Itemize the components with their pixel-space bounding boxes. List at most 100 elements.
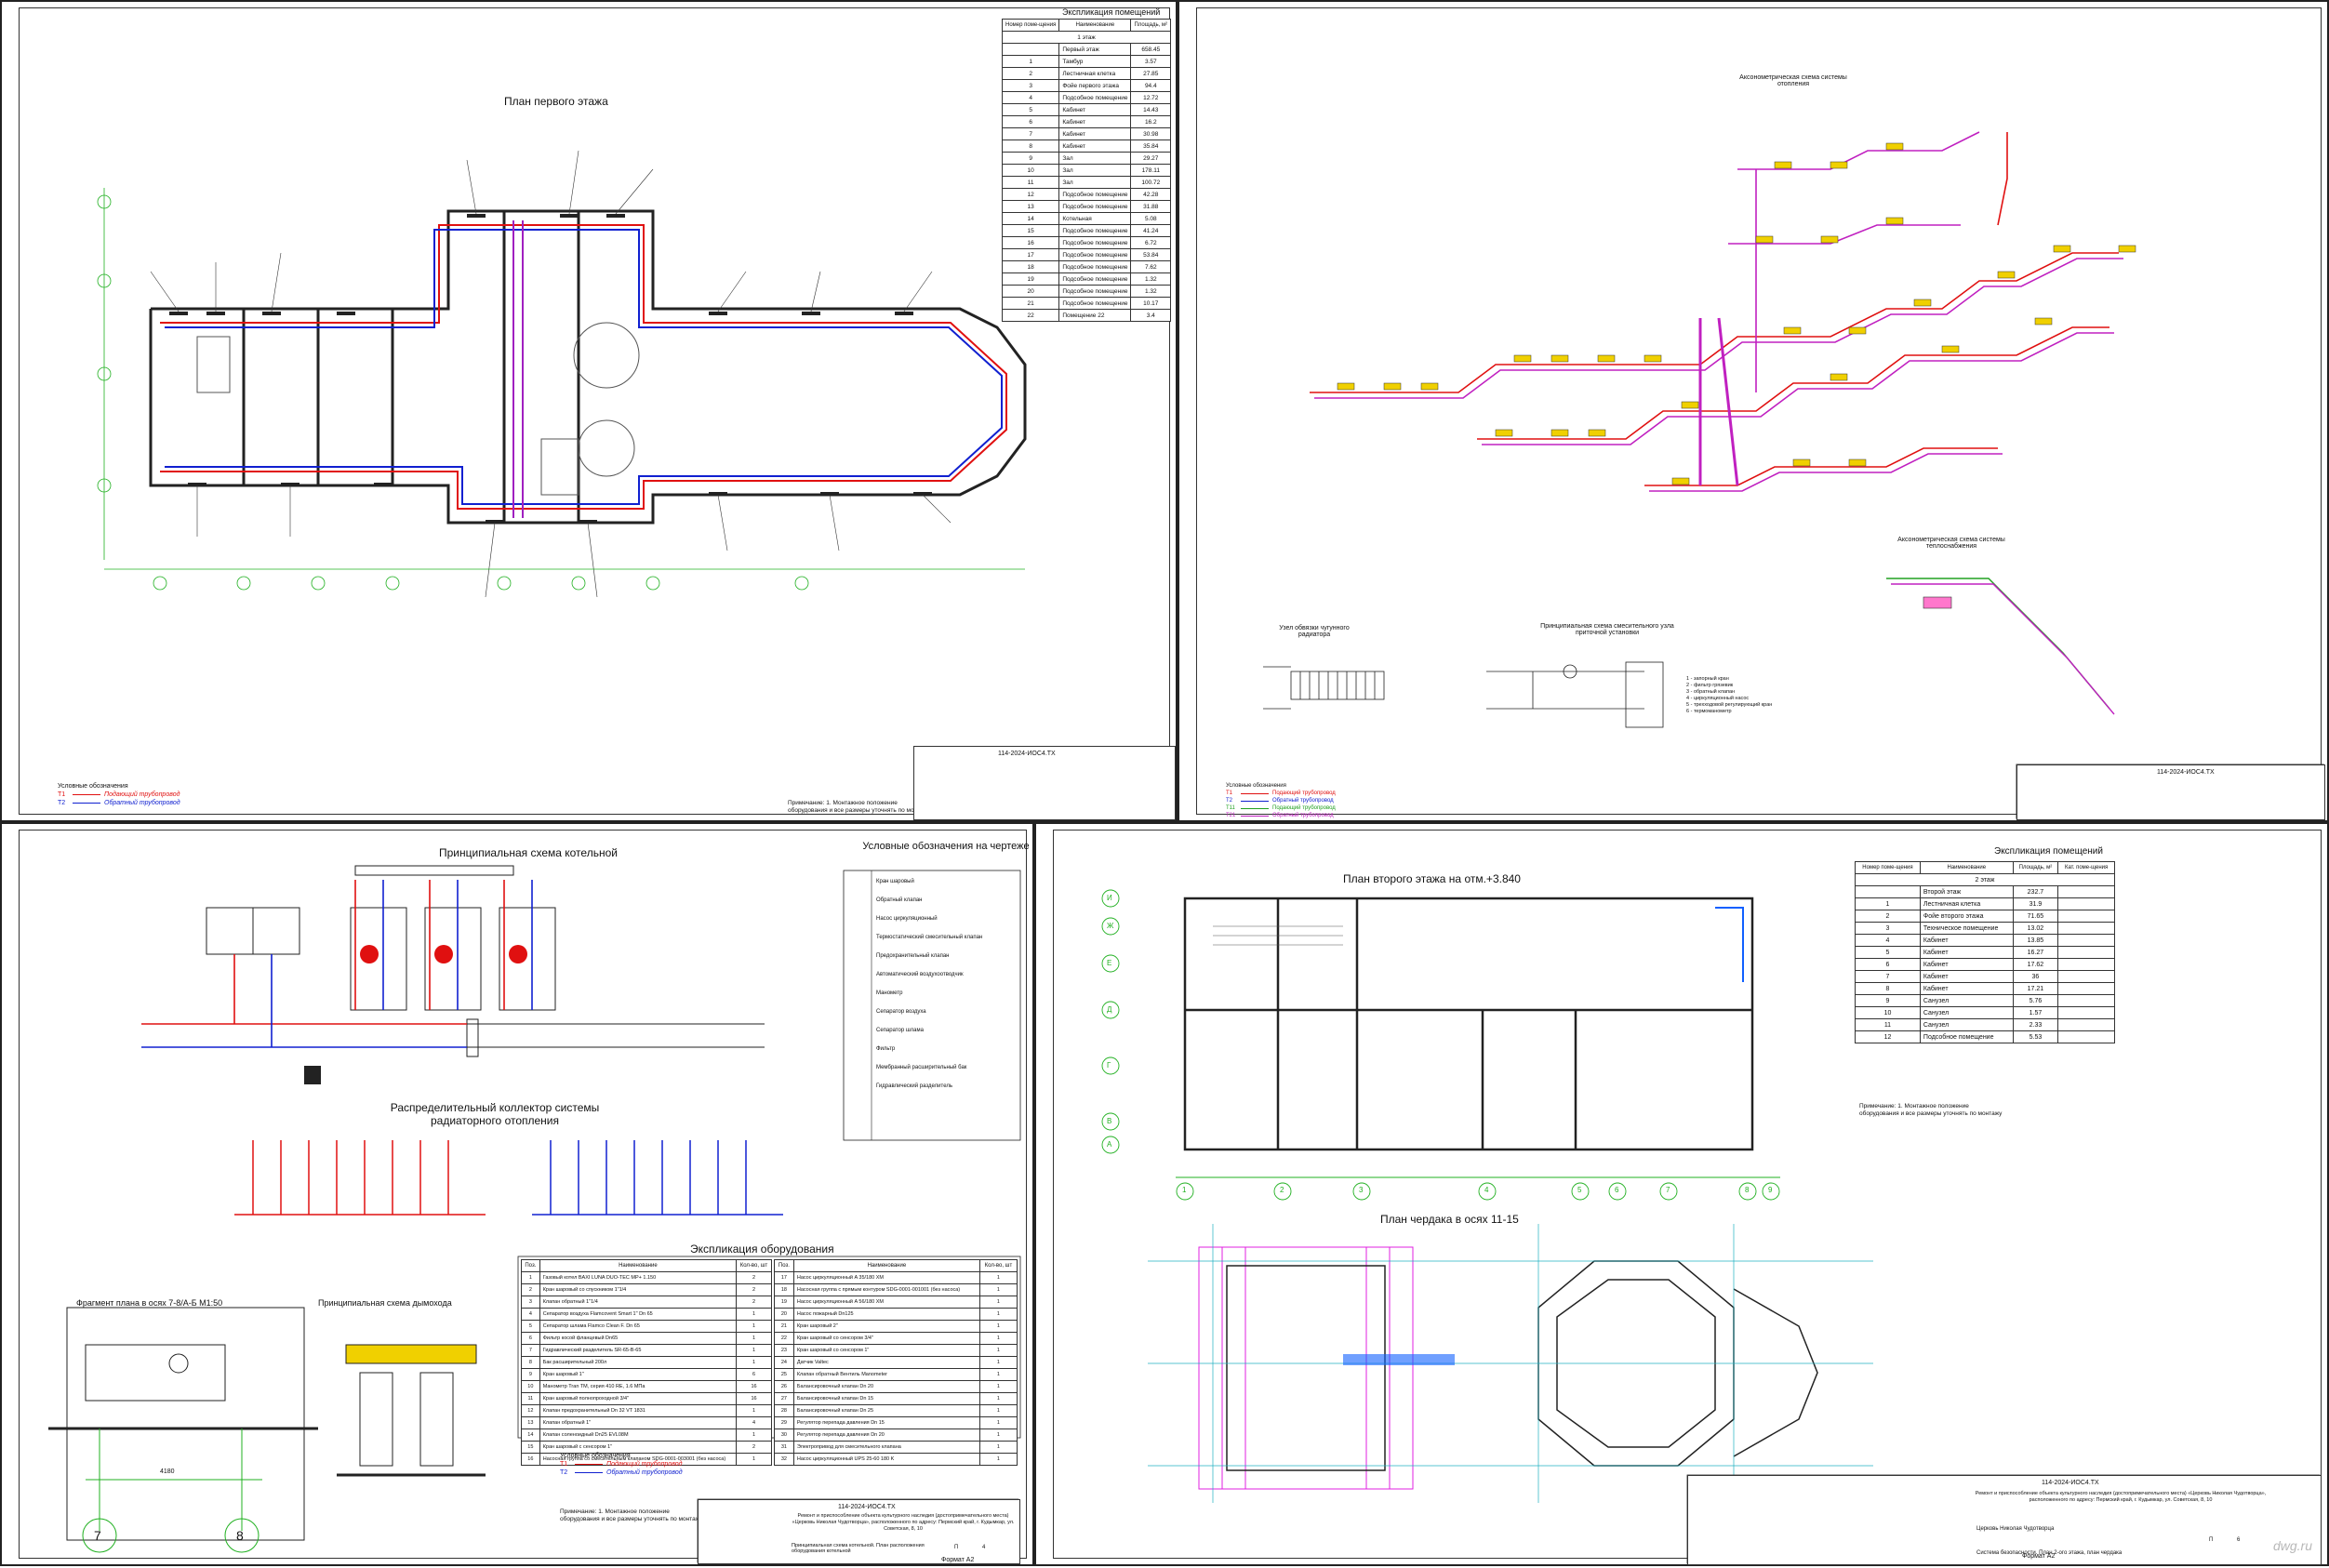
axonometric-title-block: 114-2024-ИОС4.ТХ xyxy=(2016,764,2325,820)
explication-row-cell: Кабинет xyxy=(1919,946,2014,959)
explication-row-cell: 13 xyxy=(1001,200,1060,213)
equipment-row-cell: Клапан обратный Вентиль Manometer xyxy=(792,1368,980,1381)
equipment-row-cell: 1 xyxy=(736,1453,772,1466)
explication-row-cell: Кабинет xyxy=(1058,115,1132,128)
equipment-row-cell: 21 xyxy=(774,1320,794,1333)
explication-row-cell: Подсобное помещение xyxy=(1058,188,1132,201)
equipment-row-cell: Клапан обратный 1" xyxy=(539,1416,738,1429)
equipment-row-cell: 22 xyxy=(774,1332,794,1345)
object-name: Ремонт и приспособление объекта культурн… xyxy=(1975,1491,2267,1503)
equipment-row-cell: 16 xyxy=(736,1380,772,1393)
explication-row-cell: 5.76 xyxy=(2012,994,2059,1007)
dimension-4180: 4180 xyxy=(160,1468,175,1475)
explication-row-cell: 13.02 xyxy=(2012,922,2059,935)
explication-row-cell: Кабинет xyxy=(1058,140,1132,153)
explication-row-cell xyxy=(2057,958,2115,971)
explication-row-cell: 41.24 xyxy=(1130,224,1172,237)
axis-8-label: 8 xyxy=(236,1528,244,1543)
explication-row-cell: Лестничная клетка xyxy=(1919,897,2014,910)
explication-row-cell: Подсобное помещение xyxy=(1058,297,1132,310)
equipment-row-cell: Гидравлический разделитель SR-65-B-65 xyxy=(539,1344,738,1357)
explication-row-cell: Подсобное помещение xyxy=(1058,224,1132,237)
col-room-name: Наименование xyxy=(1058,19,1132,32)
explication-row-cell: 1 xyxy=(1855,897,1921,910)
equipment-row-cell: 1 xyxy=(978,1428,1018,1442)
explication-row-cell: 9 xyxy=(1001,152,1060,165)
explication-row-cell: 29.27 xyxy=(1130,152,1172,165)
format-label: Формат А2 xyxy=(941,1557,975,1563)
explication-row-cell xyxy=(2057,970,2115,983)
explication-row-cell: 35.84 xyxy=(1130,140,1172,153)
explication-row-cell: Лестничная клетка xyxy=(1058,67,1132,80)
legend-title: Условные обозначения xyxy=(58,783,128,790)
explication-row-cell: Подсобное помещение xyxy=(1058,91,1132,104)
symbol-dirt-separator: Сепаратор шлама xyxy=(876,1028,924,1033)
drawing-code: 114-2024-ИОС4.ТХ xyxy=(838,1504,896,1510)
equipment-row-cell: 1 xyxy=(736,1308,772,1321)
equipment-row-cell: Датчик Valtec xyxy=(792,1356,980,1369)
symbol-safety-valve: Предохранительный клапан xyxy=(876,953,950,959)
explication-row-cell: 2 xyxy=(1001,67,1060,80)
col-room-area: Площадь, м² xyxy=(1130,19,1172,32)
axis-label: 6 xyxy=(1615,1186,1619,1194)
explication-row-cell: Подсобное помещение xyxy=(1919,1030,2014,1043)
floor-label: 2 этаж xyxy=(1855,873,2115,886)
symbols-list: Кран шаровый Обратный клапан Насос цирку… xyxy=(876,872,982,1096)
explication-row-cell: 22 xyxy=(1001,309,1060,322)
equipment-row-cell: 5 xyxy=(521,1320,540,1333)
explication-row-cell: Кабинет xyxy=(1058,127,1132,140)
equipment-row-cell: 1 xyxy=(978,1320,1018,1333)
explication-row-cell: 11 xyxy=(1855,1018,1921,1031)
explication-row-cell: 19 xyxy=(1001,272,1060,286)
equipment-row-cell: 20 xyxy=(774,1308,794,1321)
equipment-row-cell: Манометр Tran TM, серия 410 RE, 1.6 МПа xyxy=(539,1380,738,1393)
explication-title: Экспликация помещений xyxy=(1062,7,1161,17)
explication-row-cell: 7 xyxy=(1855,970,1921,983)
explication-row-cell: 36 xyxy=(2012,970,2059,983)
equipment-row-cell: 1 xyxy=(978,1392,1018,1405)
explication-row-cell: 18 xyxy=(1001,260,1060,273)
equipment-row-cell: Кран шаровый с сенсором 1" xyxy=(539,1441,738,1454)
equipment-row-cell: 12 xyxy=(521,1404,540,1417)
explication-row-cell: 53.84 xyxy=(1130,248,1172,261)
explication-row-cell: 12 xyxy=(1001,188,1060,201)
explication-row-cell: 71.65 xyxy=(2012,910,2059,923)
equipment-row-cell: 4 xyxy=(736,1416,772,1429)
explication-row-cell: 16.2 xyxy=(1130,115,1172,128)
explication-row-cell: 12 xyxy=(1855,1030,1921,1043)
equipment-row-cell: 11 xyxy=(521,1392,540,1405)
equipment-row-cell: 2 xyxy=(736,1271,772,1284)
equipment-row-cell: 8 xyxy=(521,1356,540,1369)
equipment-row-cell: 1 xyxy=(978,1356,1018,1369)
explication-row-cell xyxy=(2057,934,2115,947)
axis-label: 4 xyxy=(1484,1186,1489,1194)
explication-row-cell xyxy=(2057,1030,2115,1043)
axis-label: 7 xyxy=(1666,1186,1670,1194)
equipment-row-cell: 14 xyxy=(521,1428,540,1442)
sheet-second-floor: План второго этажа на отм.+3.840 План че… xyxy=(1034,822,2329,1566)
equipment-row-cell: 32 xyxy=(774,1453,794,1466)
explication-row-cell: 5 xyxy=(1855,946,1921,959)
equipment-row-cell: Балансировочный клапан Dn 25 xyxy=(792,1404,980,1417)
